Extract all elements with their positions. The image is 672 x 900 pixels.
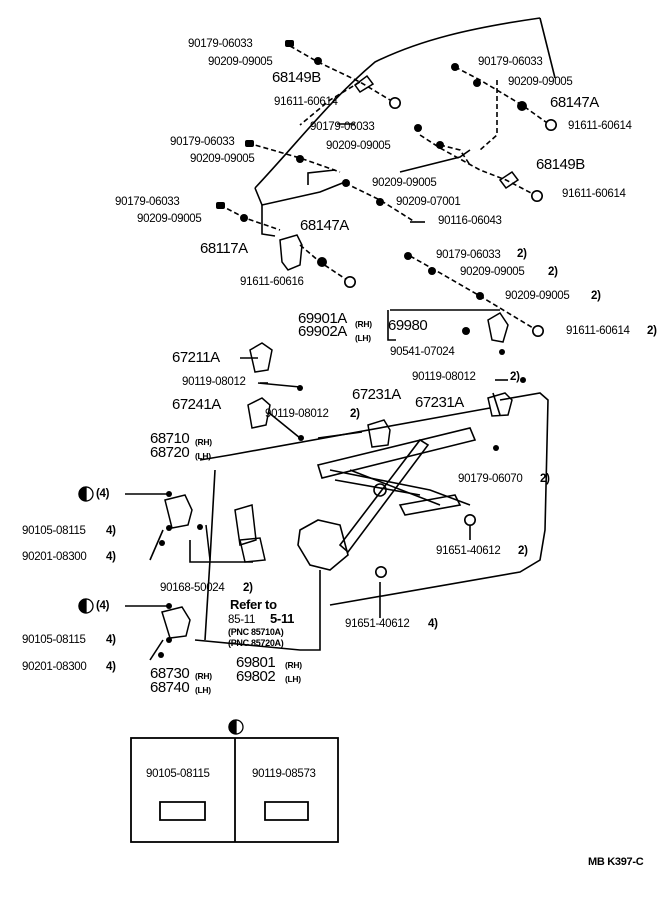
part-label: 90116-06043 <box>438 215 502 227</box>
part-label: 90179-06033 <box>478 56 543 68</box>
refer-page-b: 5-11 <box>270 611 295 626</box>
part-label: 67211A <box>172 349 220 366</box>
part-label: 68147A <box>550 94 599 111</box>
part-label: 90179-06033 <box>436 249 501 261</box>
qty-note: 2) <box>350 408 360 420</box>
nut-icons <box>344 97 557 578</box>
part-label: 90209-09005 <box>137 213 202 225</box>
part-label: 69802 <box>236 668 276 685</box>
part-label: 91611-60614 <box>562 188 626 200</box>
part-label: 69801 <box>236 654 276 671</box>
side-rh: (RH) <box>285 660 302 670</box>
side-lh: (LH) <box>355 333 371 343</box>
bolt-icons <box>260 221 425 384</box>
part-label: 69901A <box>298 310 347 327</box>
part-label: 90179-06033 <box>170 136 235 148</box>
qty-note: 4) <box>106 634 116 646</box>
part-label: 90201-08300 <box>22 551 87 563</box>
side-lh: (LH) <box>285 674 301 684</box>
legend-part-2: 90119-08573 <box>252 768 316 780</box>
hinges <box>161 494 193 639</box>
part-label: 90179-06033 <box>310 121 375 133</box>
part-label: 90119-08012 <box>182 376 246 388</box>
side-rh: (RH) <box>195 671 212 681</box>
part-label: 90119-08012 <box>412 371 476 383</box>
part-label: 90209-09005 <box>505 290 570 302</box>
part-label: 90168-50024 <box>160 582 225 594</box>
clip-parts <box>247 74 520 448</box>
part-label: 91611-60614 <box>566 325 630 337</box>
qty-note: 4) <box>106 525 116 537</box>
part-label: 91651-40612 <box>345 618 410 630</box>
qty-note: (4) <box>96 600 110 612</box>
regulator-assembly <box>297 427 477 571</box>
door-panel-outline <box>199 17 556 641</box>
side-rh: (RH) <box>195 437 212 447</box>
qty-note: 2) <box>647 325 657 337</box>
legend-part-1: 90105-08115 <box>146 768 210 780</box>
qty-note: 2) <box>548 266 558 278</box>
side-lh: (LH) <box>195 685 211 695</box>
diagram-id: MB K397-C <box>588 856 644 868</box>
part-label: 90209-07001 <box>396 196 461 208</box>
part-label: 90179-06070 <box>458 473 523 485</box>
qty-note: (4) <box>96 488 110 500</box>
refer-pnc-1: (PNC 85710A) <box>228 627 284 637</box>
qty-note: 2) <box>243 582 253 594</box>
part-label: 90105-08115 <box>22 634 86 646</box>
qty-note: 2) <box>517 248 527 260</box>
part-label: 90209-09005 <box>326 140 391 152</box>
part-label: 67231A <box>352 386 401 403</box>
part-label: 90541-07024 <box>390 346 455 358</box>
part-label: 68720 <box>150 444 190 461</box>
part-label: 69980 <box>388 317 428 334</box>
part-label: 90209-09005 <box>208 56 273 68</box>
qty-note: 2) <box>510 371 520 383</box>
qty-note: 2) <box>518 545 528 557</box>
part-label: 90105-08115 <box>22 525 86 537</box>
part-label: 68149B <box>272 69 321 86</box>
part-label: 67241A <box>172 396 221 413</box>
part-label: 68710 <box>150 430 190 447</box>
part-label: 90179-06033 <box>188 38 253 50</box>
qty-note: 4) <box>428 618 438 630</box>
refer-title: Refer to <box>230 597 277 612</box>
part-label: 68117A <box>200 240 248 257</box>
side-lh: (LH) <box>195 451 211 461</box>
part-label: 67231A <box>415 394 464 411</box>
part-label: 90179-06033 <box>115 196 180 208</box>
fastener-legend-box <box>130 737 339 843</box>
part-label: 90209-09005 <box>460 266 525 278</box>
refer-page-a: 85-11 <box>228 614 256 626</box>
part-label: 90119-08012 <box>265 408 329 420</box>
qty-note: 4) <box>106 661 116 673</box>
half-circle-icons <box>78 486 244 735</box>
qty-note: 2) <box>591 290 601 302</box>
side-rh: (RH) <box>355 319 372 329</box>
part-label: 91611-60614 <box>568 120 632 132</box>
part-label: 91651-40612 <box>436 545 501 557</box>
part-label: 68730 <box>150 665 190 682</box>
part-label: 90209-09005 <box>190 153 255 165</box>
motor <box>205 504 266 563</box>
refer-pnc-2: (PNC 85720A) <box>228 638 284 648</box>
part-label: 68149B <box>536 156 585 173</box>
part-label: 69902A <box>298 323 347 340</box>
qty-note: 4) <box>106 551 116 563</box>
part-label: 90209-09005 <box>508 76 573 88</box>
qty-note: 2) <box>540 473 550 485</box>
part-label: 90209-09005 <box>372 177 437 189</box>
part-label: 91611-60614 <box>274 96 338 108</box>
part-label: 90201-08300 <box>22 661 87 673</box>
part-label: 68740 <box>150 679 190 696</box>
part-label: 91611-60616 <box>240 276 304 288</box>
part-label: 68147A <box>300 217 349 234</box>
